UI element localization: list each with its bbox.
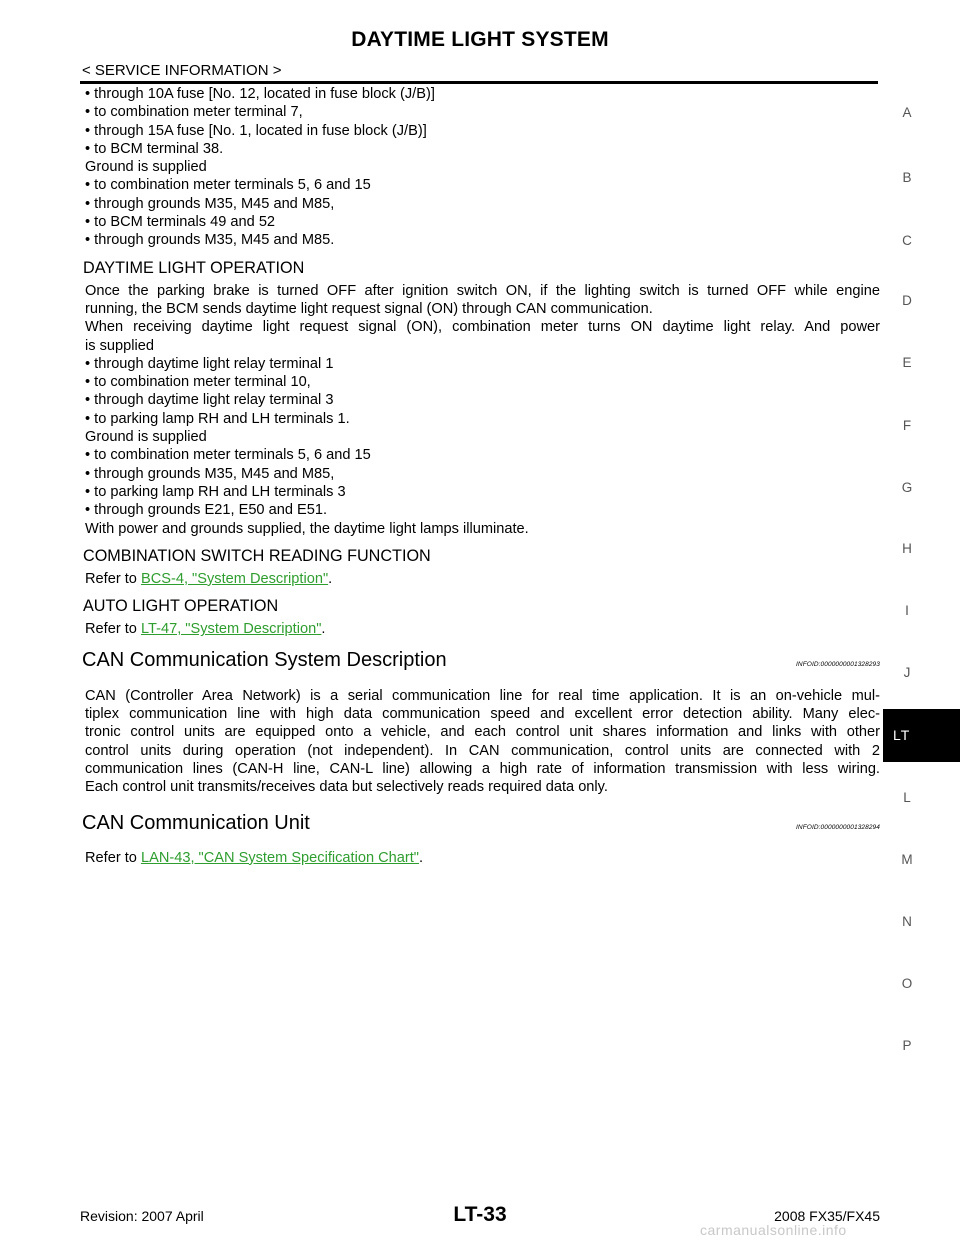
text-line: • to combination meter terminals 5, 6 an…	[85, 177, 371, 194]
combination-switch-heading: COMBINATION SWITCH READING FUNCTION	[83, 546, 431, 565]
paragraph-line: When receiving daytime light request sig…	[85, 319, 880, 336]
paragraph-line: is supplied	[85, 337, 154, 354]
combination-switch-reference: Refer to BCS-4, "System Description".	[85, 570, 880, 588]
text-line: Ground is supplied	[85, 159, 207, 176]
text-line: • to BCM terminal 38.	[85, 140, 224, 157]
text-line: • to combination meter terminal 10,	[85, 374, 311, 391]
side-index-c[interactable]: C	[902, 233, 912, 248]
side-index-lt-tab[interactable]: LT	[883, 709, 960, 762]
can-unit-header: CAN Communication Unit INFOID:0000000001…	[82, 811, 880, 837]
side-index-d[interactable]: D	[902, 293, 912, 308]
text-line: • through 10A fuse [No. 12, located in f…	[85, 86, 435, 102]
paragraph-line: CAN (Controller Area Network) is a seria…	[85, 687, 880, 704]
paragraph-line: control units during operation (not inde…	[85, 742, 880, 759]
can-unit-reference: Refer to LAN-43, "CAN System Specificati…	[85, 849, 880, 867]
footer-model: 2008 FX35/FX45	[774, 1208, 880, 1224]
refer-suffix: .	[321, 621, 326, 638]
header-rule	[80, 81, 878, 84]
text-line: • through 15A fuse [No. 1, located in fu…	[85, 122, 427, 139]
can-description-infoid: INFOID:0000000001328293	[796, 661, 880, 669]
footer-page-number: LT-33	[453, 1203, 507, 1226]
side-index-i[interactable]: I	[905, 603, 909, 618]
refer-prefix: Refer to	[85, 849, 141, 866]
daytime-operation-heading: DAYTIME LIGHT OPERATION	[83, 258, 305, 277]
auto-light-heading: AUTO LIGHT OPERATION	[83, 597, 279, 616]
watermark: carmanualsonline.info	[700, 1222, 847, 1238]
text-line: • to parking lamp RH and LH terminals 1.	[85, 410, 350, 427]
bcs-4-link[interactable]: BCS-4, "System Description"	[140, 570, 329, 587]
text-line: • through daytime light relay terminal 1	[85, 355, 334, 372]
side-index-e[interactable]: E	[902, 355, 912, 370]
daytime-operation-list: • through daytime light relay terminal 1…	[85, 355, 880, 538]
side-index-o[interactable]: O	[901, 976, 913, 991]
can-unit-heading: CAN Communication Unit	[82, 811, 310, 834]
side-index-f[interactable]: F	[902, 418, 912, 433]
paragraph-line: tiplex communication line with high data…	[85, 706, 880, 723]
side-index-h[interactable]: H	[902, 541, 912, 556]
text-line: • to parking lamp RH and LH terminals 3	[85, 483, 346, 500]
lan-43-link[interactable]: LAN-43, "CAN System Specification Chart"	[140, 849, 419, 866]
paragraph-line: tronic control units are equipped onto a…	[85, 724, 880, 741]
text-line: • to combination meter terminals 5, 6 an…	[85, 447, 371, 464]
can-description-heading: CAN Communication System Description	[82, 649, 447, 672]
paragraph-line: Each control unit transmits/receives dat…	[85, 779, 608, 796]
side-index-a[interactable]: A	[902, 105, 912, 120]
page-title: DAYTIME LIGHT SYSTEM	[351, 28, 609, 51]
side-index-p[interactable]: P	[902, 1038, 912, 1053]
text-line: • through grounds E21, E50 and E51.	[85, 502, 328, 519]
can-description-header: CAN Communication System Description INF…	[82, 648, 880, 674]
can-unit-infoid: INFOID:0000000001328294	[796, 823, 880, 831]
section-label: < SERVICE INFORMATION >	[82, 62, 282, 79]
daytime-operation-paragraph-1: Once the parking brake is turned OFF aft…	[85, 282, 880, 319]
intro-block: • through 10A fuse [No. 12, located in f…	[85, 85, 880, 250]
text-line: With power and grounds supplied, the day…	[85, 520, 529, 537]
daytime-operation-paragraph-2: When receiving daytime light request sig…	[85, 318, 880, 355]
refer-suffix: .	[418, 849, 424, 866]
text-line: • to BCM terminals 49 and 52	[85, 214, 276, 231]
side-index-lt: LT	[893, 727, 911, 743]
side-index-b[interactable]: B	[902, 170, 912, 185]
page-content: • through 10A fuse [No. 12, located in f…	[82, 85, 880, 867]
side-index-j[interactable]: J	[903, 665, 911, 680]
paragraph-line: communication lines (CAN-H line, CAN-L l…	[85, 760, 880, 777]
text-line: Ground is supplied	[85, 429, 207, 446]
auto-light-reference: Refer to LT-47, "System Description".	[85, 620, 880, 638]
refer-suffix: .	[328, 570, 333, 587]
paragraph-line: Once the parking brake is turned OFF aft…	[85, 282, 880, 299]
text-line: • through daytime light relay terminal 3	[85, 392, 334, 409]
refer-prefix: Refer to	[85, 570, 141, 587]
can-description-paragraph: CAN (Controller Area Network) is a seria…	[85, 687, 880, 797]
side-index-l[interactable]: L	[903, 790, 911, 805]
text-line: • to combination meter terminal 7,	[85, 104, 303, 121]
footer-revision: Revision: 2007 April	[80, 1208, 204, 1224]
paragraph-line: running, the BCM sends daytime light req…	[85, 300, 653, 317]
lt-47-link[interactable]: LT-47, "System Description"	[140, 621, 322, 638]
refer-prefix: Refer to	[85, 621, 141, 638]
text-line: • through grounds M35, M45 and M85,	[85, 465, 335, 482]
side-index-n[interactable]: N	[902, 914, 912, 929]
text-line: • through grounds M35, M45 and M85,	[85, 195, 335, 212]
side-index-m[interactable]: M	[901, 852, 913, 867]
text-line: • through grounds M35, M45 and M85.	[85, 232, 335, 249]
side-index-g[interactable]: G	[901, 480, 913, 495]
